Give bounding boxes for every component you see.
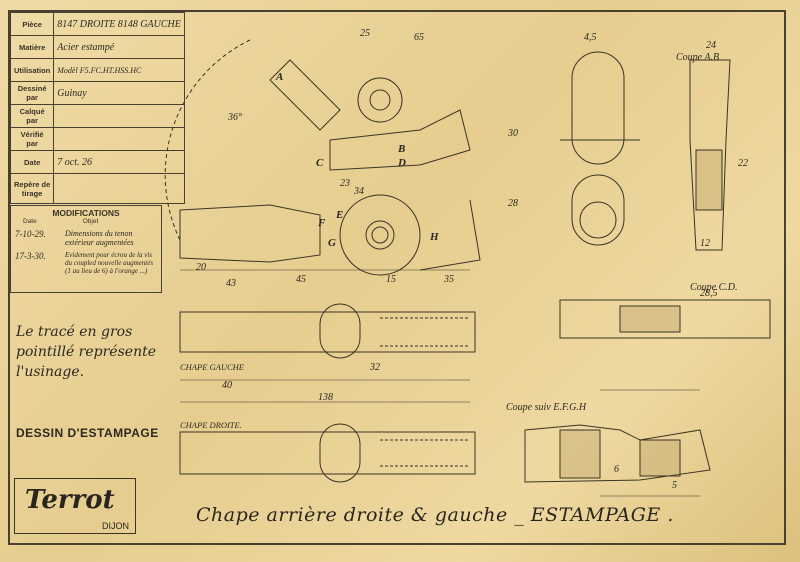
modifications-table: MODIFICATIONS Date Objet 7-10-29. Dimensio… (10, 205, 162, 293)
logo-city: DIJON (102, 521, 129, 531)
modification-row: 7-10-29. Dimensions du tenon extérieur au… (11, 229, 161, 247)
chape-gauche-label: CHAPE GAUCHE (180, 362, 244, 372)
date-label: Date (9, 150, 55, 174)
end-view (560, 51, 640, 246)
piece-value: 8147 DROITE 8148 GAUCHE (53, 12, 185, 36)
modification-row: 17-3-30. Evidement pour écrou de la vis d… (11, 251, 161, 275)
mod-date: 7-10-29. (15, 229, 46, 239)
dim-20: 20 (196, 262, 206, 273)
dim-30: 30 (507, 128, 518, 139)
logo-brand: Terrot (25, 485, 115, 515)
section-letter-d: D (397, 157, 406, 169)
mod-objet: Evidement pour écrou de la vis du couple… (65, 251, 154, 275)
section-letter-c: C (316, 157, 324, 169)
repere-value (53, 173, 185, 204)
section-letter-f: F (317, 217, 326, 229)
section-letter-a: A (275, 71, 283, 83)
dimension-lines (180, 269, 700, 497)
dim-24: 24 (706, 40, 716, 51)
drawing-title: Chape arrière droite & gauche _ ESTAMPAG… (196, 504, 674, 526)
repere-label: Repère de tirage (9, 173, 55, 204)
dim-40: 40 (222, 380, 232, 391)
coupe-ab-label: Coupe A.B (676, 52, 720, 63)
section-letter-h: H (429, 231, 439, 243)
dim-43: 43 (226, 278, 236, 289)
dim-25: 25 (360, 28, 370, 39)
dim-5: 5 (672, 480, 677, 491)
utilisation-label: Utilisation (9, 58, 55, 82)
terrot-logo: Terrot DIJON (14, 478, 136, 534)
dim-28: 28 (508, 198, 518, 209)
verifie-label: Vérifié par (9, 127, 55, 151)
section-letter-g: G (328, 237, 336, 249)
utilisation-value: Modèl F5.FC.HT.HSS.HC (53, 58, 185, 82)
modifications-title: MODIFICATIONS (52, 208, 120, 218)
dim-23: 23 (340, 178, 350, 189)
dim-32: 32 (369, 362, 380, 373)
dim-15: 15 (386, 274, 396, 285)
mod-objet: Dimensions du tenon extérieur augmentées (65, 229, 134, 247)
plan-view (164, 39, 481, 276)
sheet-border (8, 10, 786, 545)
dim-35: 35 (443, 274, 454, 285)
side-view-right-chape (179, 423, 476, 483)
chape-droite-label: CHAPE DROITE. (180, 420, 242, 430)
section-efgh (524, 424, 711, 483)
section-ab (689, 59, 731, 251)
dim-34: 34 (353, 186, 364, 197)
mod-date: 17-3-30. (15, 251, 46, 261)
dim-65: 65 (414, 32, 424, 43)
section-cd (559, 299, 771, 339)
side-view-left-chape (179, 303, 476, 359)
dessin-label: DESSIN D'ESTAMPAGE (16, 426, 159, 440)
col-date: Date (23, 218, 37, 225)
calque-label: Calqué par (9, 104, 55, 128)
dim-36-deg: 36° (227, 112, 242, 123)
dim-22: 22 (738, 158, 748, 169)
coupe-efgh-label: Coupe suiv E.F.G.H (506, 402, 587, 413)
dim-45: 45 (296, 274, 306, 285)
dim-6: 6 (614, 464, 619, 475)
section-letter-b: B (397, 143, 405, 155)
dim-138: 138 (318, 392, 333, 403)
matiere-label: Matière (9, 35, 55, 59)
col-objet: Objet (82, 218, 99, 225)
dim-12: 12 (700, 238, 710, 249)
machining-note: Le tracé en gros pointillé représente l'… (16, 324, 156, 380)
coupe-cd-label: Coupe C.D. (690, 282, 738, 293)
section-letter-e: E (335, 209, 343, 221)
dim-28-5: 28,5 (700, 288, 718, 299)
dessine-value: Guinay (53, 81, 185, 105)
dim-4-5: 4,5 (584, 32, 597, 43)
